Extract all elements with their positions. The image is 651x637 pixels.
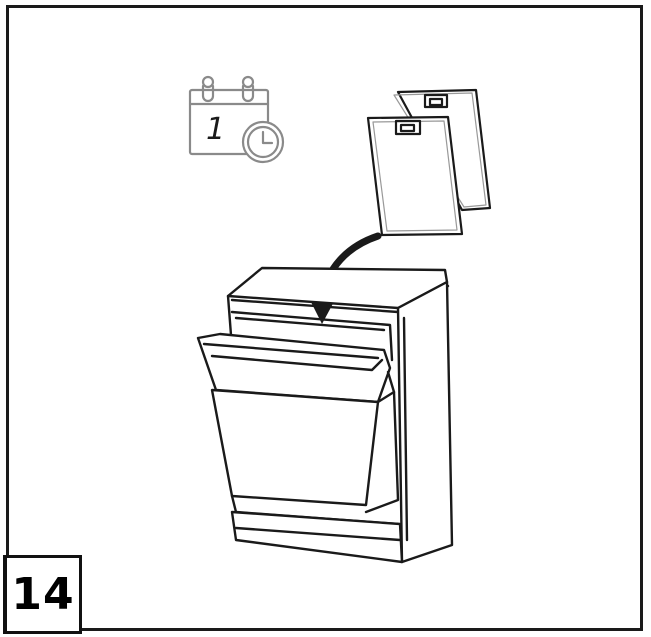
step-number: 14 xyxy=(11,573,74,617)
step-number-box: 14 xyxy=(3,555,82,634)
calendar-day-label: 1 xyxy=(206,112,225,147)
filter-panels xyxy=(368,90,490,235)
calendar-clock-icon: 1 xyxy=(190,77,283,162)
filter-panel-front xyxy=(368,117,462,235)
